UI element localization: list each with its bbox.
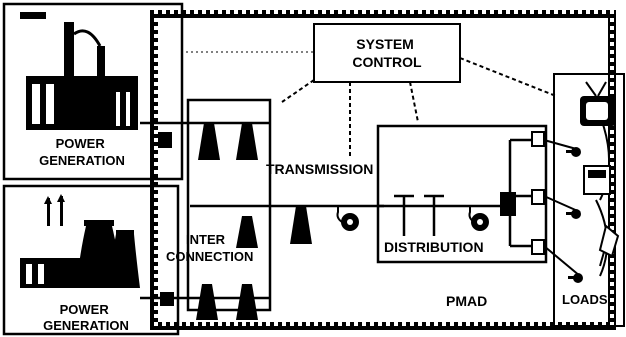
interconnection-box <box>186 98 272 312</box>
television-icon <box>580 81 616 126</box>
pmad-border <box>150 10 616 330</box>
loads-label: LOADS <box>562 292 608 307</box>
power-generation-top-label: POWER GENERATION <box>39 136 125 168</box>
meter-icon <box>583 165 611 195</box>
plug-icon-2 <box>566 209 581 219</box>
nuclear-plant-icon <box>20 194 140 288</box>
system-control-box <box>313 23 461 83</box>
transmission-switch <box>290 206 312 244</box>
breaker-top <box>158 132 172 148</box>
transformer-2 <box>468 206 489 231</box>
plug-icon-1 <box>566 147 581 157</box>
breaker-bottom <box>160 292 174 306</box>
plug-icon-3 <box>568 273 583 283</box>
power-generation-top-box <box>2 2 184 181</box>
system-control-label: SYSTEM CONTROL <box>352 36 422 70</box>
factory-icon <box>20 12 138 130</box>
distribution-switch <box>500 192 516 216</box>
distribution-box <box>376 124 548 264</box>
interconnection-switches <box>196 123 258 320</box>
power-generation-bottom-box <box>2 184 180 336</box>
transformer-1 <box>336 206 359 231</box>
transmission-label: TRANSMISSION <box>266 161 373 177</box>
control-links <box>186 51 557 158</box>
interconnection-label: INTER CONNECTION <box>166 232 253 264</box>
distribution-label: DISTRIBUTION <box>384 239 484 255</box>
pmad-label: PMAD <box>446 293 487 309</box>
lamp-icon <box>598 224 620 267</box>
power-generation-bottom-label: POWER GENERATION <box>43 302 129 333</box>
load-breakers <box>531 131 545 255</box>
